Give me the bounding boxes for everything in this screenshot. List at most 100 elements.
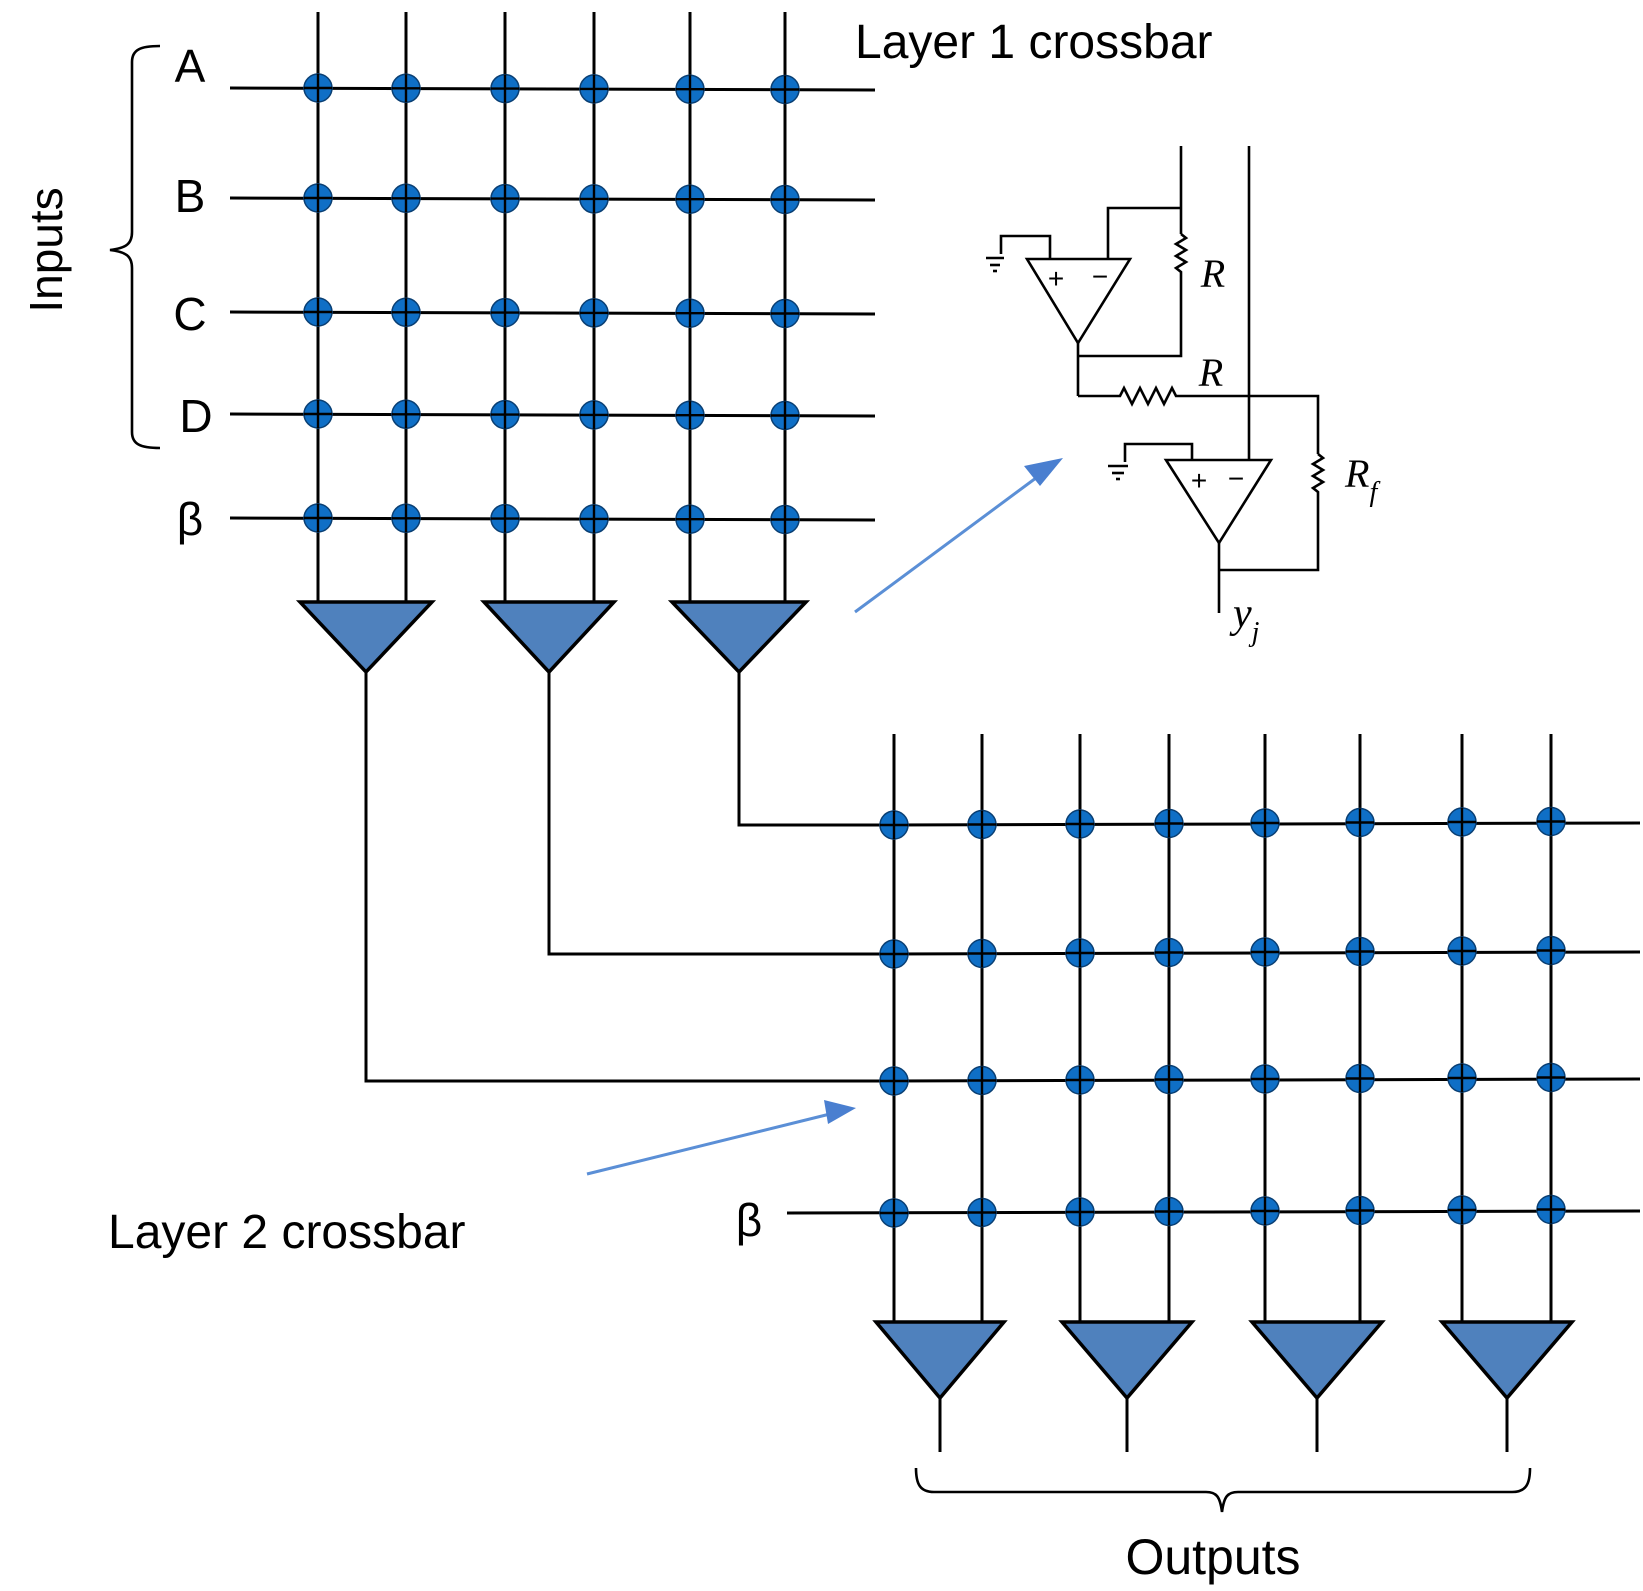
layer1-crosspoint (490, 503, 520, 534)
layer1-crosspoint (391, 183, 421, 214)
layer2-crosspoint (1250, 937, 1280, 967)
layer2-crosspoint (1154, 1064, 1184, 1095)
layer1-crosspoint (490, 73, 520, 104)
layer2-crosspoint (879, 810, 909, 840)
layer2-crosspoint (1345, 807, 1375, 838)
outputs-brace (914, 1467, 1532, 1513)
layer2-crosspoint (879, 1066, 909, 1096)
layer1-title: Layer 1 crossbar (855, 16, 1213, 69)
layer1-column-lines (316, 12, 787, 602)
layer2-row-lines (786, 821, 1641, 1215)
layer1-amplifier (667, 600, 811, 675)
layer1-crosspoint (675, 184, 705, 214)
layer2-crosspoint (1065, 938, 1095, 968)
input-label-d: D (179, 390, 212, 442)
opamp-1-plus: + (1048, 263, 1064, 294)
layer2-crosspoint (1065, 1065, 1095, 1095)
resistor-r2-label: R (1198, 350, 1223, 395)
resistor-r2 (1078, 385, 1320, 454)
layer1-crosspoint (579, 400, 609, 430)
arrow-to-circuit-shaft (854, 473, 1041, 614)
layer2-crosspoint (1250, 1064, 1280, 1094)
opamp-1 (1024, 257, 1133, 346)
layer1-crosspoint (770, 504, 800, 535)
layer1-crosspoint (579, 504, 609, 534)
opamp-2-plus-wire (1123, 442, 1194, 462)
layer1-row-lines (229, 86, 876, 522)
layer2-crosspoint (967, 809, 997, 840)
layer2-amplifier (1438, 1320, 1576, 1401)
layer1-crosspoint (770, 184, 800, 215)
layer2-crosspoint (1345, 1063, 1375, 1094)
layer1-crosspoint (675, 400, 705, 430)
layer1-crosspoint (303, 503, 333, 533)
opamp-2-plus: + (1191, 465, 1207, 496)
layer1-row-line (229, 412, 876, 418)
output-yj-label: yj (1229, 591, 1260, 648)
layer2-crosspoint (1345, 1195, 1375, 1226)
layer2-crosspoint (1065, 809, 1095, 839)
input-label-beta: β (177, 493, 203, 545)
layer1-amplifiers (295, 600, 811, 675)
layer1-row-line (229, 86, 876, 92)
layer2-crosspoint (1250, 1196, 1280, 1226)
layer2-crosspoint (1536, 806, 1566, 837)
layer2-crosspoint (1065, 1197, 1095, 1227)
layer2-crosspoint (1536, 1194, 1566, 1225)
opamp-2-minus: − (1228, 463, 1244, 494)
layer1-crosspoint (579, 74, 609, 104)
arrow-to-layer2 (586, 1100, 856, 1176)
arrow-to-circuit-head (1024, 458, 1063, 486)
layer1-crosspoint (391, 503, 421, 534)
ground-icon-2 (1108, 464, 1128, 481)
layer2-crosspoint (879, 939, 909, 969)
opamp-1-minus: − (1092, 261, 1108, 292)
layer1-crosspoint (391, 297, 421, 328)
layer1-amplifier (479, 600, 619, 675)
layer1-row-line (229, 196, 876, 202)
resistor-rf-subscript: f (1369, 477, 1380, 508)
arrow-to-circuit (854, 458, 1063, 614)
resistor-r1 (1078, 232, 1189, 358)
outputs-label: Outputs (1125, 1529, 1300, 1585)
layer2-row-line (786, 1209, 1641, 1215)
layer2-crosspoint (1447, 1195, 1477, 1225)
layer1-crosspoint (490, 399, 520, 430)
layer2-crossbar (786, 734, 1641, 1452)
layer2-crosspoint (1345, 936, 1375, 967)
layer2-crosspoint (1447, 936, 1477, 966)
layer2-crosspoint (879, 1198, 909, 1228)
layer1-amplifier (295, 600, 437, 675)
layer1-crosspoint (675, 74, 705, 104)
wire-amp2-to-row2 (547, 673, 880, 956)
layer2-crosspoint (1536, 935, 1566, 966)
layer1-crosspoint (391, 73, 421, 104)
layer2-crosspoint (1447, 1063, 1477, 1093)
opamp-1-plus-wire (999, 234, 1052, 259)
layer1-crosspoint (579, 184, 609, 214)
layer1-row-line (229, 310, 876, 316)
layer2-title: Layer 2 crossbar (108, 1206, 466, 1259)
layer2-bias-label: β (736, 1194, 762, 1246)
layer1-crosspoint (490, 183, 520, 214)
layer1-crosspoint (770, 400, 800, 431)
layer2-crosspoint (1250, 808, 1280, 838)
layer1-crosspoint (303, 399, 333, 429)
inter-layer-wires (364, 673, 880, 1083)
layer1-crosspoint (770, 298, 800, 329)
resistor-rf (1219, 452, 1326, 572)
layer2-amplifier (872, 1320, 1008, 1401)
input-label-c: C (173, 288, 206, 340)
arrow-to-layer2-head (824, 1100, 856, 1124)
input-label-b: B (175, 170, 206, 222)
opamp-2 (1163, 458, 1274, 546)
opamp-1-minus-wire (1106, 206, 1181, 259)
inputs-label: Inputs (20, 187, 72, 312)
layer1-crosspoint (675, 298, 705, 328)
wire-amp1-to-row3 (364, 673, 880, 1083)
layer2-crosspoint (1536, 1062, 1566, 1093)
layer2-crosspoint (1447, 807, 1477, 837)
output-yj-subscript: j (1249, 617, 1260, 648)
input-label-a: A (175, 40, 206, 92)
